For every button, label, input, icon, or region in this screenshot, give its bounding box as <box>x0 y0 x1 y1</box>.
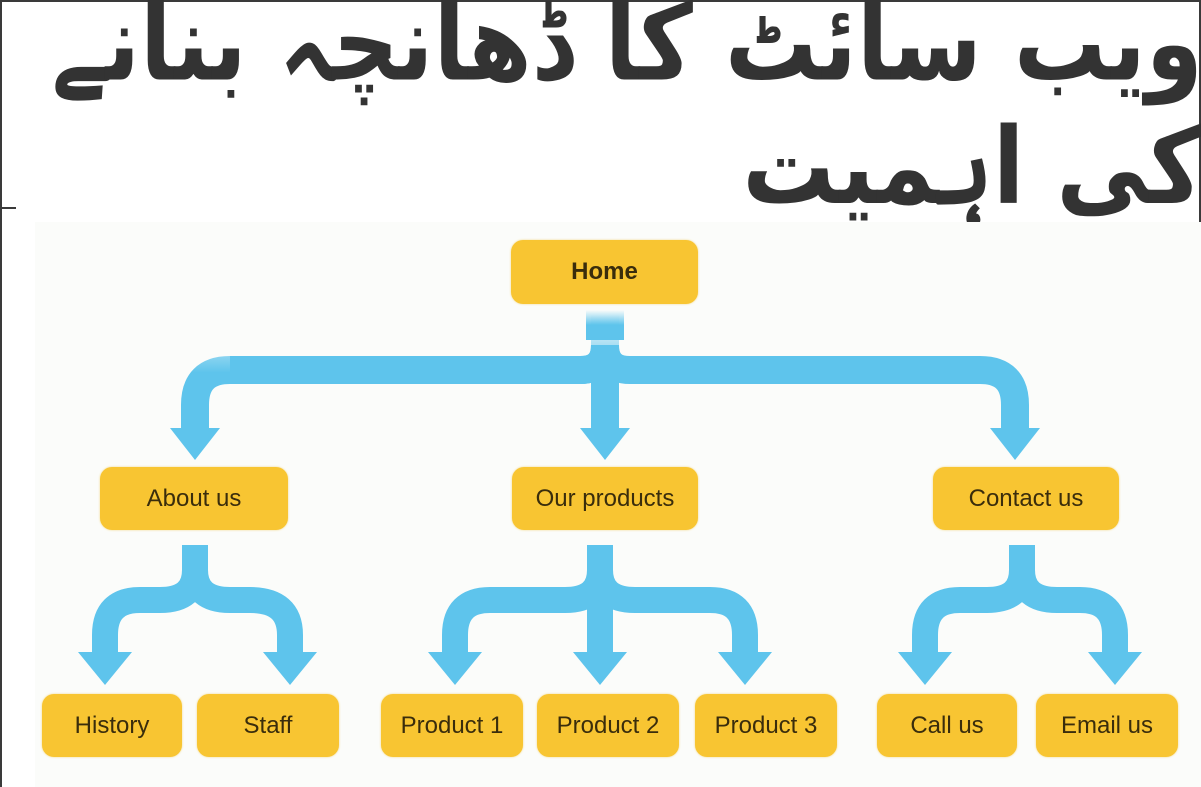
node-label: Home <box>571 258 638 285</box>
section-arrowheads <box>78 652 1142 685</box>
title-banner: ویب سائٹ کا ڈھانچہ بنانے کی اہمیت <box>2 0 1201 228</box>
node-label: Call us <box>910 711 984 739</box>
node-label: Email us <box>1060 711 1154 739</box>
node-label: Staff <box>243 711 293 739</box>
node-call-us[interactable]: Call us <box>877 694 1017 757</box>
node-our-products[interactable]: Our products <box>512 467 698 530</box>
root-arrowheads <box>170 428 1040 460</box>
node-contact-us[interactable]: Contact us <box>933 467 1119 530</box>
divider <box>2 207 16 209</box>
node-staff[interactable]: Staff <box>197 694 339 757</box>
node-label: About us <box>146 484 242 512</box>
page-title: ویب سائٹ کا ڈھانچہ بنانے کی اہمیت <box>51 0 1201 228</box>
node-history[interactable]: History <box>42 694 182 757</box>
node-product-1[interactable]: Product 1 <box>381 694 523 757</box>
node-label: Contact us <box>968 484 1084 512</box>
node-product-2[interactable]: Product 2 <box>537 694 679 757</box>
node-email-us[interactable]: Email us <box>1036 694 1178 757</box>
section-arrows <box>92 545 1128 655</box>
node-home[interactable]: Home <box>511 240 698 304</box>
node-label: Product 2 <box>556 711 660 739</box>
node-about-us[interactable]: About us <box>100 467 288 530</box>
node-product-3[interactable]: Product 3 <box>695 694 837 757</box>
root-arrows <box>181 315 1029 430</box>
node-label: History <box>74 711 150 739</box>
node-label: Product 1 <box>400 711 504 739</box>
node-label: Our products <box>535 484 675 512</box>
node-label: Product 3 <box>714 711 818 739</box>
